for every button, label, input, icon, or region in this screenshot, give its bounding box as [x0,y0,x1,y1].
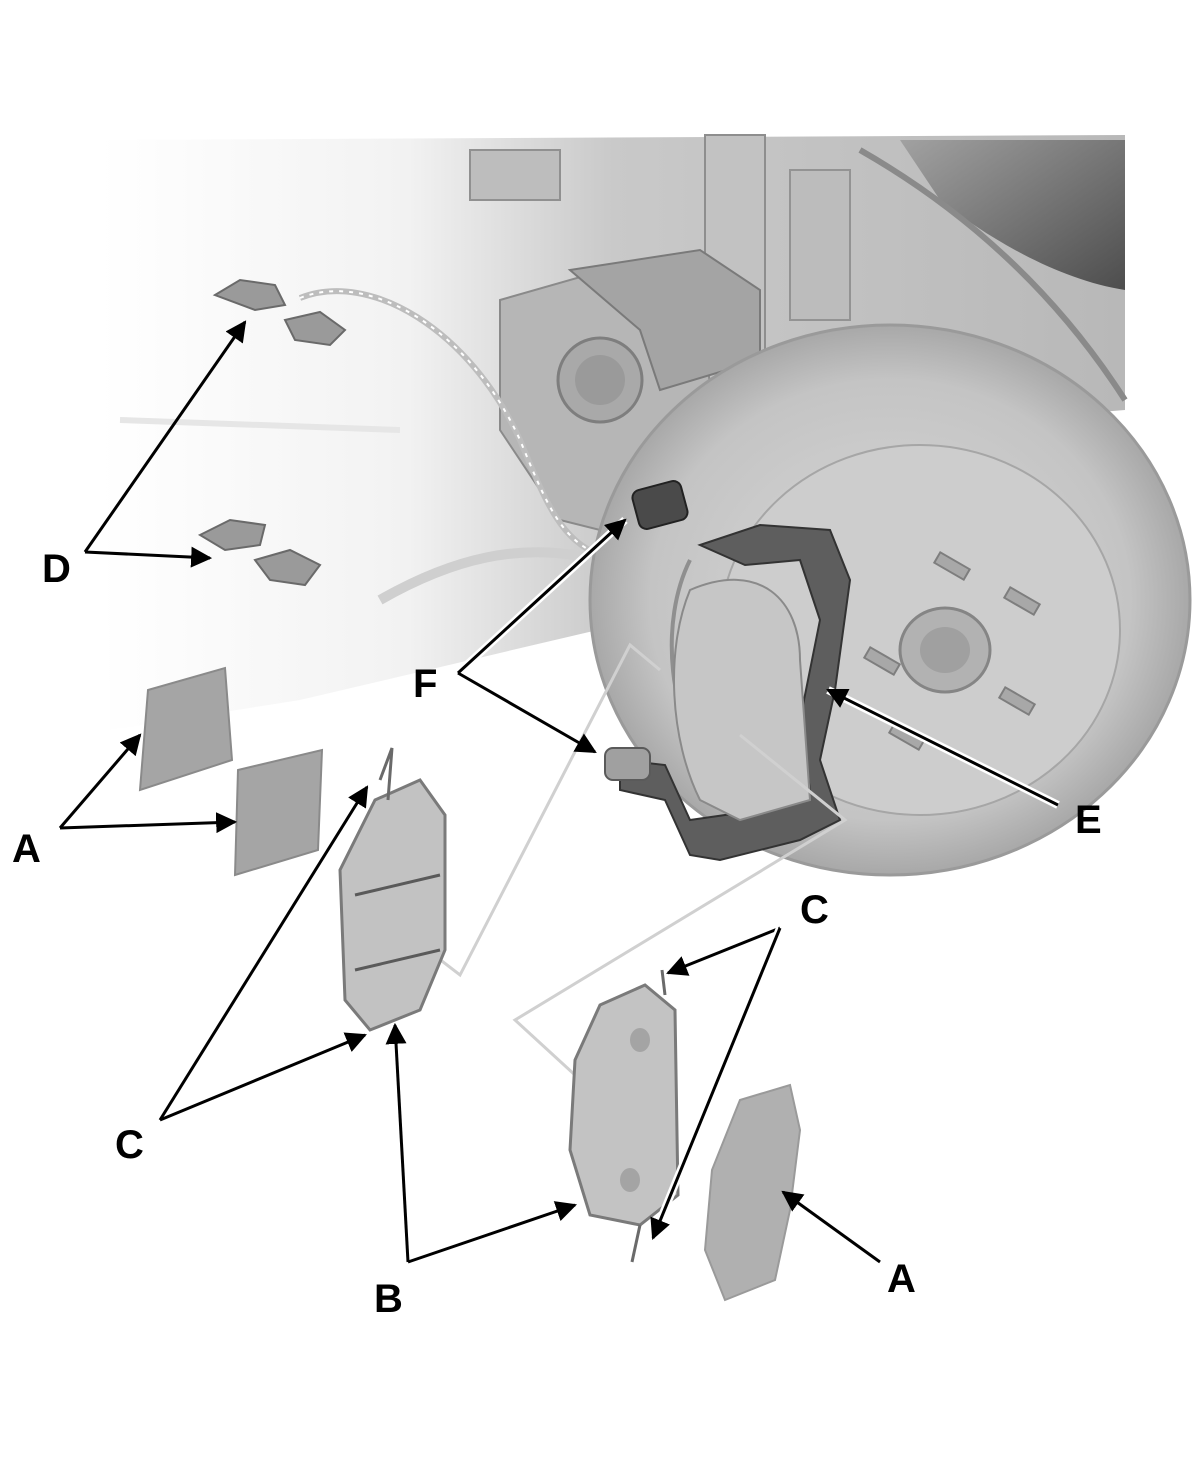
callout-a-upper: A [12,827,41,871]
leader-lines [58,320,1060,1264]
callout-a-lower: A [887,1257,916,1301]
installed-pad [673,578,812,822]
brake-pad-right [568,969,680,1263]
brake-pad-left [338,747,447,1032]
caliper-bracket [604,480,852,862]
chassis-background [100,134,1128,730]
callout-c-right: C [800,888,829,932]
callout-c-left: C [115,1123,144,1167]
callout-d: D [42,547,71,591]
pad-shim-right [703,1083,802,1302]
pad-retaining-clips [197,278,347,587]
callout-b: B [374,1277,403,1321]
callout-f: F [413,662,437,706]
brake-disc [588,323,1192,877]
callout-e: E [1075,798,1102,842]
pad-shims-left [138,666,324,877]
callout-labels: D F A E C C A B [12,547,1102,1321]
